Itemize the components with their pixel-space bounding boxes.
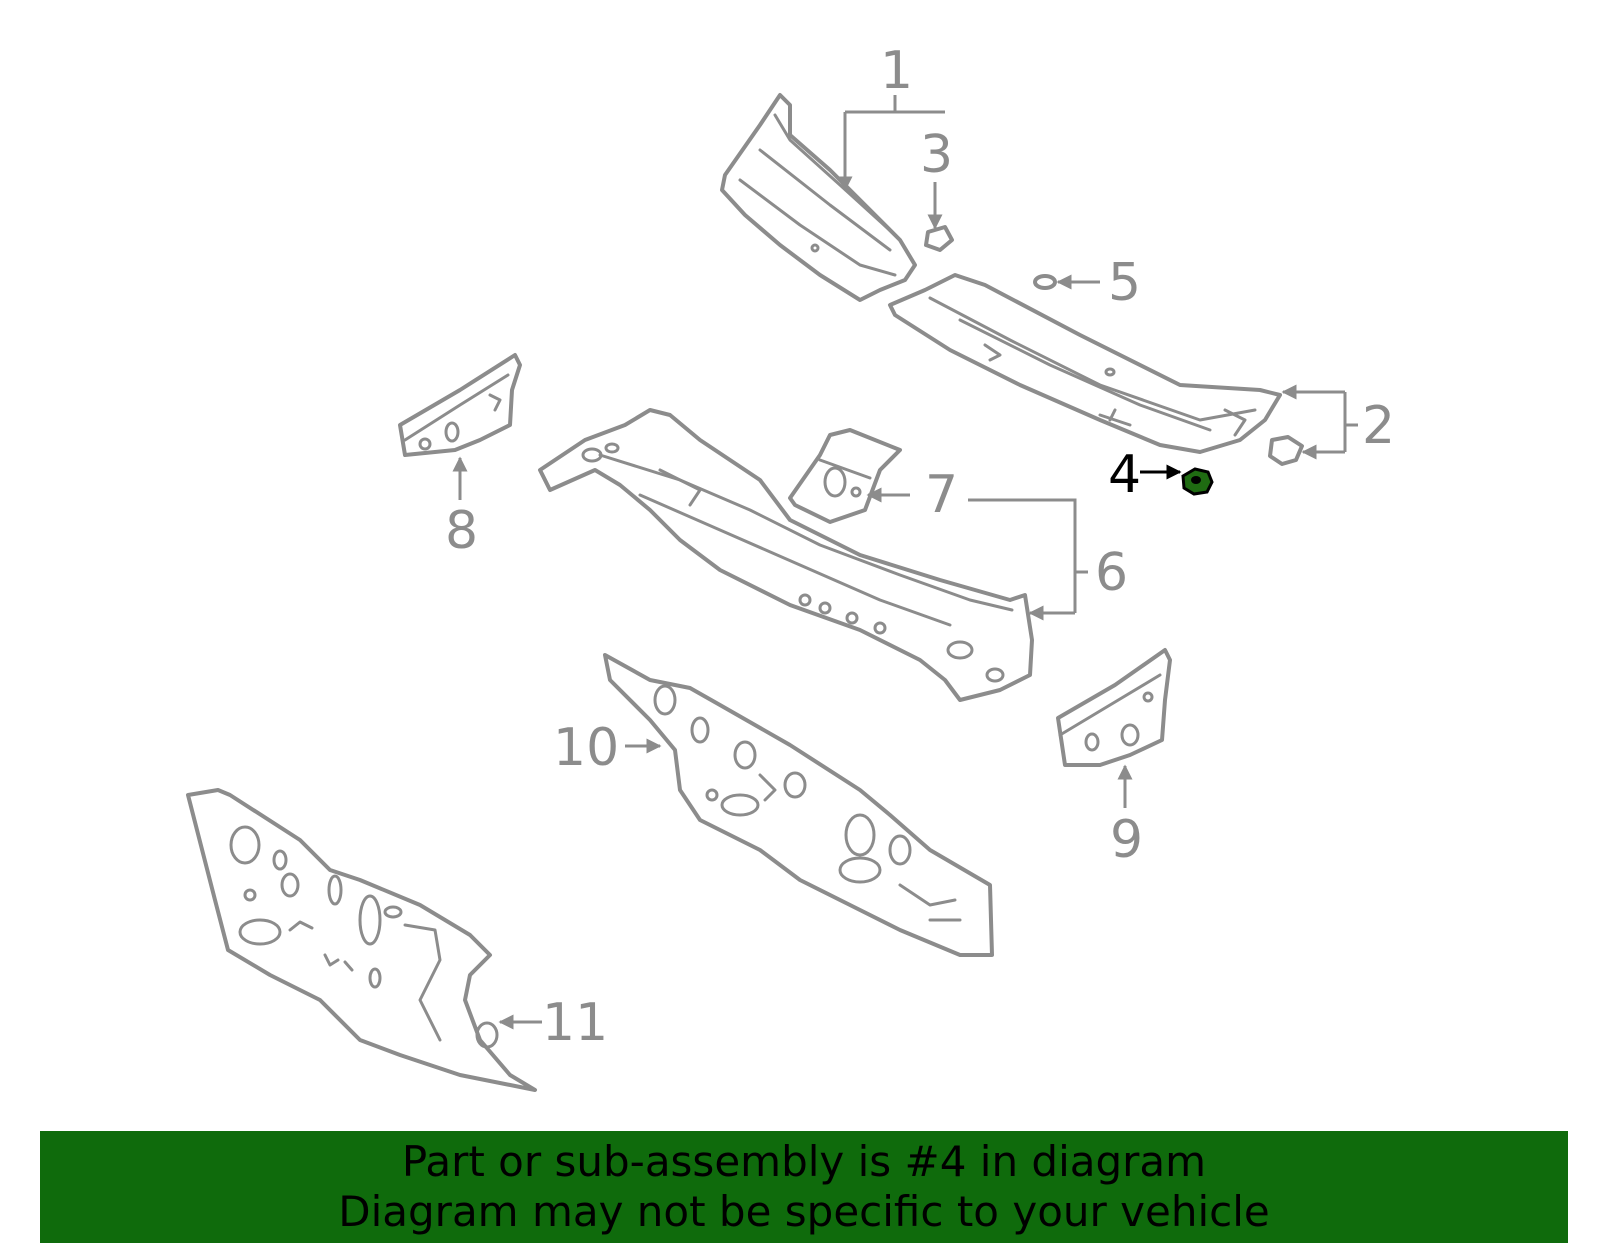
part-10-dash-panel <box>603 653 994 957</box>
callout-labels: 1 3 5 2 4 7 6 8 10 9 11 <box>445 41 1395 1053</box>
part-1-cowl-top-panel <box>720 93 917 302</box>
callout-8: 8 <box>445 501 478 561</box>
part-3-clip <box>924 225 954 252</box>
part-2-cowl-panel <box>888 273 1282 454</box>
part-2-cap <box>1268 435 1304 466</box>
callout-11: 11 <box>542 993 608 1053</box>
callout-9: 9 <box>1110 810 1143 870</box>
banner-line-2: Diagram may not be specific to your vehi… <box>338 1187 1270 1236</box>
callout-7: 7 <box>925 465 958 525</box>
leader-lines <box>452 95 1358 1030</box>
callout-4: 4 <box>1108 445 1141 505</box>
callout-6: 6 <box>1095 543 1128 603</box>
callout-10: 10 <box>553 718 619 778</box>
callout-5: 5 <box>1108 253 1141 313</box>
info-banner: Part or sub-assembly is #4 in diagram Di… <box>40 1131 1568 1243</box>
part-4-highlighted <box>1181 467 1214 496</box>
callout-3: 3 <box>920 125 953 185</box>
banner-line-1: Part or sub-assembly is #4 in diagram <box>401 1137 1207 1186</box>
part-11-insulator <box>186 788 537 1092</box>
part-8-left-bracket <box>398 353 522 457</box>
callout-1: 1 <box>880 41 913 101</box>
callout-2: 2 <box>1362 396 1395 456</box>
part-9-right-bracket <box>1056 648 1172 767</box>
part-6-cross-member <box>538 408 1034 702</box>
part-5-grommet <box>1033 274 1057 290</box>
part-7-center-bracket <box>788 428 902 524</box>
